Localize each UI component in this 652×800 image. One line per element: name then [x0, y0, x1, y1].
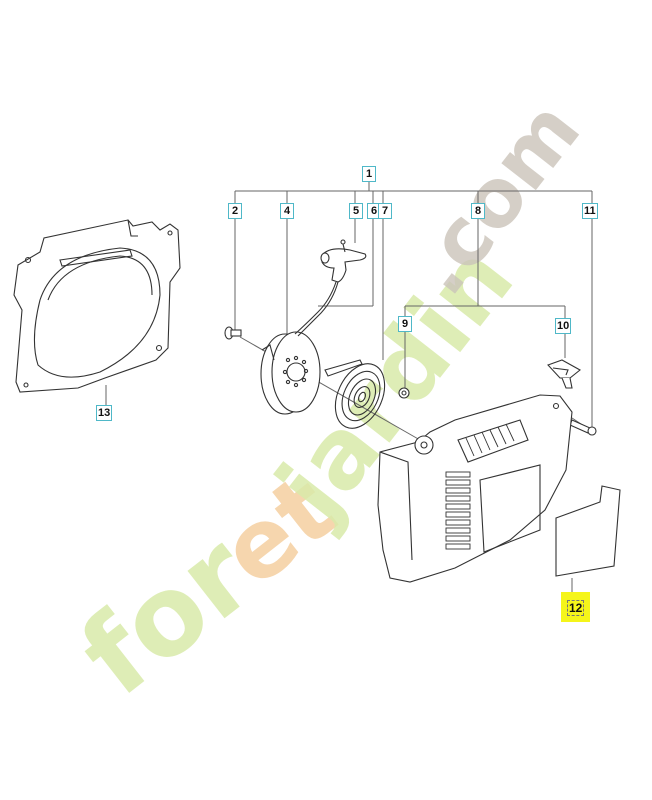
callout-11[interactable]: 11	[582, 203, 598, 219]
callout-4[interactable]: 4	[280, 203, 294, 219]
grommet-part-10	[547, 359, 581, 389]
fan-housing-part-13	[13, 219, 181, 393]
handle-part-5	[294, 239, 367, 337]
nut-part-9	[398, 387, 410, 399]
callout-7[interactable]: 7	[378, 203, 392, 219]
callout-1[interactable]: 1	[362, 166, 376, 182]
callout-12-label: 12	[567, 600, 585, 616]
bolt-part-2	[224, 326, 242, 340]
callout-12-highlighted[interactable]: 12	[561, 592, 591, 622]
callout-5[interactable]: 5	[349, 203, 363, 219]
screw-part-11	[569, 419, 597, 436]
callout-6[interactable]: 6	[367, 203, 381, 219]
starter-cover-part-8	[377, 394, 573, 583]
callout-2[interactable]: 2	[228, 203, 242, 219]
decal-part-12	[555, 485, 621, 577]
spring-part-7	[324, 359, 386, 429]
callout-8[interactable]: 8	[471, 203, 485, 219]
callout-13[interactable]: 13	[96, 405, 113, 421]
callout-10[interactable]: 10	[555, 318, 572, 334]
pulley-part-4	[260, 331, 321, 415]
callout-9[interactable]: 9	[398, 316, 412, 332]
